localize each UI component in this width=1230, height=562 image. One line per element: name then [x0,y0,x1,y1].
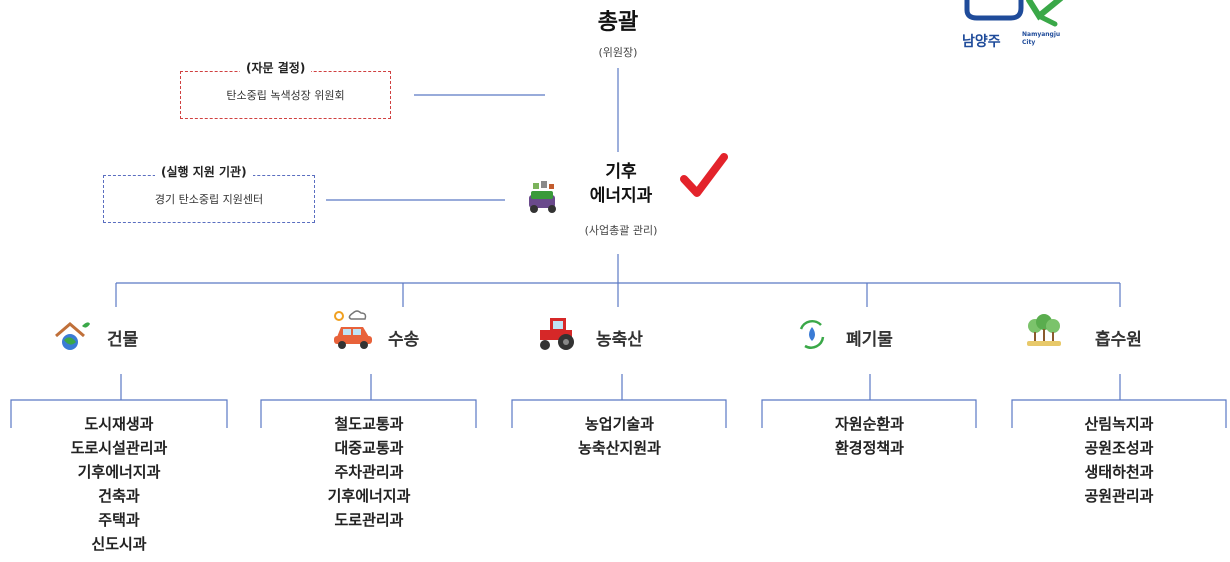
department-item: 생태하천과 [1084,463,1154,481]
advisory-label: (자문 결정) [240,59,312,76]
department-item: 기후에너지과 [327,487,411,505]
house-leaf-icon [52,318,92,356]
advisory-body: 탄소중립 녹색성장 위원회 [226,89,345,102]
logo-english-line1: Namyangju [1022,31,1061,38]
sector-label-2: 농축산 [596,330,643,350]
climate-farm-icon [525,179,561,217]
department-item: 산림녹지과 [1084,415,1154,433]
climate-dept-subtitle: (사업총괄 관리) [584,224,658,237]
department-list-0: 도시재생과 도로시설관리과 기후에너지과 건축과 주택과 신도시과 [11,412,227,556]
logo-name: 남양주 [962,34,1001,50]
support-body: 경기 탄소중립 지원센터 [154,193,264,206]
department-item: 신도시과 [91,535,147,553]
support-box: 경기 탄소중립 지원센터 [103,175,315,223]
car-icon [331,309,375,355]
recycle-drop-icon [795,317,829,355]
climate-dept-line1: 기후 [605,162,637,182]
bracket-sector-4 [1011,374,1227,428]
logo-english: Namyangju City [1022,31,1060,47]
check-mark-icon [680,153,728,197]
sector-label-3: 폐기물 [846,330,893,350]
department-item: 주차관리과 [334,463,404,481]
trees-icon [1025,312,1063,354]
department-item: 자원순환과 [834,415,904,433]
bracket-sector-0 [10,374,228,428]
sector-label-1: 수송 [388,330,420,350]
tractor-icon [536,314,578,356]
department-item: 농업기술과 [584,415,654,433]
sector-label-4: 흡수원 [1095,330,1142,350]
department-item: 공원조성과 [1084,439,1154,457]
department-item: 대중교통과 [334,439,404,457]
department-item: 기후에너지과 [77,463,161,481]
department-item: 도시재생과 [84,415,154,433]
department-item: 건축과 [98,487,140,505]
logo-english-line2: City [1022,39,1036,46]
department-item: 환경정책과 [834,439,904,457]
department-list-3: 자원순환과 환경정책과 [762,412,977,460]
bracket-sector-3 [761,374,977,428]
department-list-4: 산림녹지과 공원조성과 생태하천과 공원관리과 [1012,412,1226,508]
department-item: 철도교통과 [334,415,404,433]
support-label: (실행 지원 기관) [155,163,253,180]
bracket-sector-2 [511,374,727,428]
department-brackets [10,374,1227,428]
climate-dept-name: 기후 에너지과 [566,160,676,208]
department-list-1: 철도교통과 대중교통과 주차관리과 기후에너지과 도로관리과 [261,412,477,532]
climate-dept-line2: 에너지과 [589,186,653,206]
department-item: 공원관리과 [1084,487,1154,505]
chair-subtitle: (위원장) [598,46,638,59]
department-item: 도로관리과 [334,511,404,529]
sector-label-0: 건물 [107,330,139,350]
department-item: 주택과 [98,511,140,529]
department-item: 도로시설관리과 [70,439,168,457]
department-list-2: 농업기술과 농축산지원과 [512,412,727,460]
department-item: 농축산지원과 [578,439,661,457]
city-logo-icon [964,0,1064,27]
bracket-sector-1 [260,374,477,428]
advisory-box: 탄소중립 녹색성장 위원회 [180,71,391,119]
chair-title: 총괄 [597,10,639,35]
